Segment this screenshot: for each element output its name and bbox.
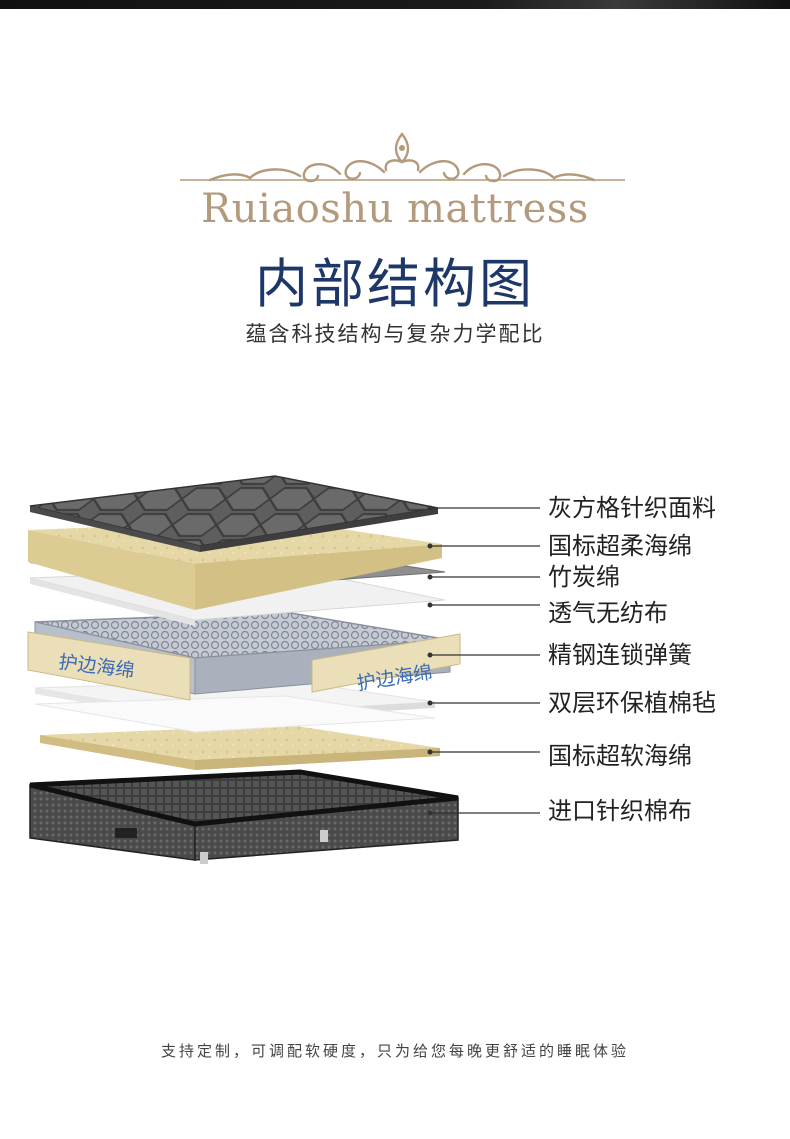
layer-label-soft-foam: 国标超软海绵 bbox=[548, 742, 692, 770]
layer-label-steel-springs: 精钢连锁弹簧 bbox=[548, 641, 692, 669]
layer-base-knit-cover bbox=[29, 769, 459, 864]
layer-label-super-soft-foam: 国标超柔海绵 bbox=[548, 532, 692, 560]
layer-label-gray-knit-fabric: 灰方格针织面料 bbox=[548, 494, 716, 522]
ornament-icon bbox=[180, 132, 625, 183]
brand-name: Ruiaoshu mattress bbox=[201, 186, 589, 232]
footer-note: 支持定制，可调配软硬度，只为给您每晚更舒适的睡眠体验 bbox=[160, 1042, 629, 1060]
page-title: 内部结构图 bbox=[255, 254, 535, 315]
layer-label-bamboo-charcoal: 竹炭绵 bbox=[548, 563, 620, 591]
layer-steel-springs bbox=[27, 611, 461, 701]
layer-label-cotton-felt: 双层环保植棉毡 bbox=[548, 689, 716, 717]
leader-lines bbox=[430, 507, 540, 814]
layer-soft-foam bbox=[40, 725, 440, 760]
layer-label-knit-cover: 进口针织棉布 bbox=[548, 797, 692, 825]
top-decorative-bar bbox=[0, 0, 790, 9]
mattress-diagram: 护边海绵 护边海绵 bbox=[27, 475, 540, 864]
page-subtitle: 蕴含科技结构与复杂力学配比 bbox=[245, 322, 545, 346]
layer-label-nonwoven-fabric: 透气无纺布 bbox=[548, 599, 668, 627]
